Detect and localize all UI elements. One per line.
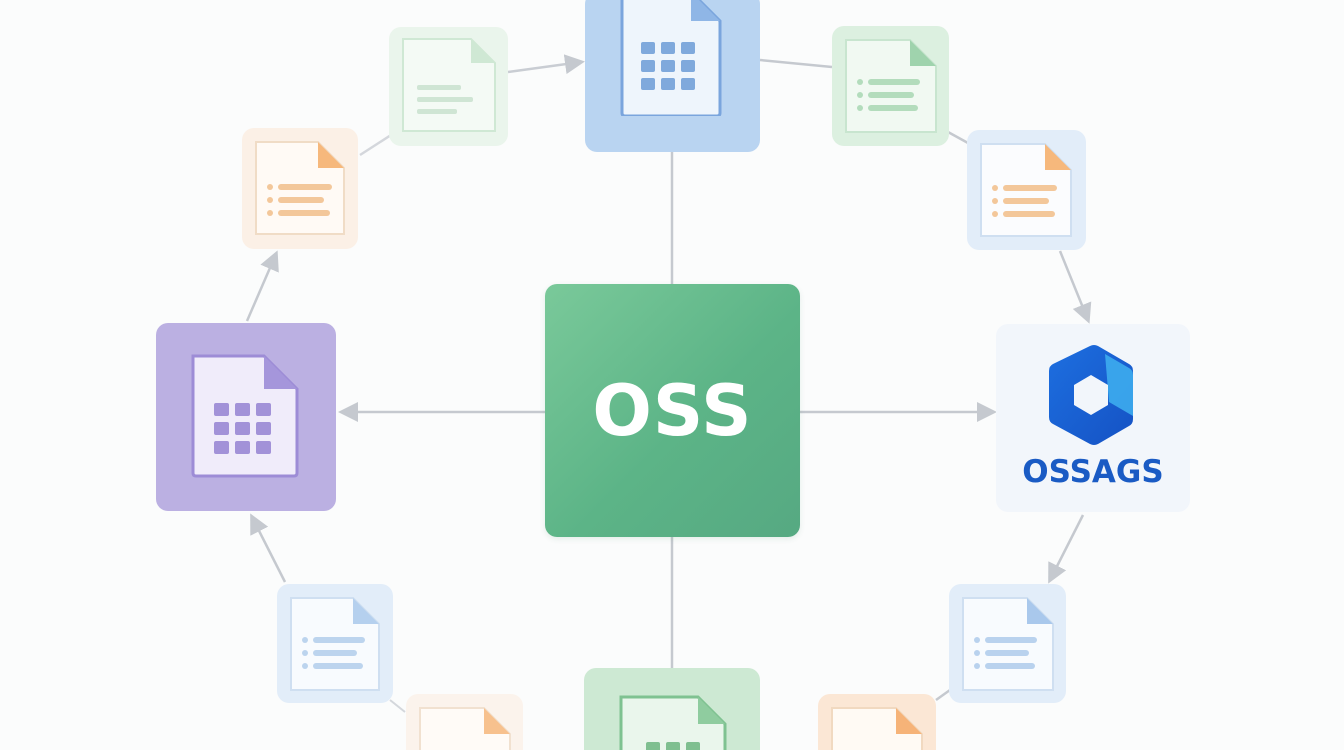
arrow-purple-to-orange [245,250,279,322]
node-doc-left-upper [242,128,358,249]
brand-label: OSSAGS [1022,454,1164,490]
document-icon [845,39,937,133]
node-doc-bottom-left [406,694,523,750]
arrow-bluedoc-to-purple [250,513,287,583]
document-icon [419,707,511,750]
connector-bluedoc-to-orangedoc [935,688,951,702]
document-icon [980,143,1072,237]
node-doc-top-right [832,26,949,146]
node-bottom-spreadsheet [584,668,760,750]
connector-greendoc-to-bluedoc [947,130,969,145]
brand-node: OSSAGS [996,324,1190,512]
connector-top-to-greendoc [759,58,833,69]
spreadsheet-icon [191,354,299,478]
document-icon [255,141,345,235]
node-left-spreadsheet [156,323,336,511]
spreadsheet-icon [619,695,727,750]
center-node: OSS [545,284,800,537]
spreadsheet-icon [620,0,722,116]
node-top-spreadsheet [585,0,760,152]
node-doc-bottom-right [818,694,936,750]
arrow-bluedoc-to-brand [1058,250,1092,324]
node-doc-top-left [389,27,508,146]
document-icon [290,597,380,691]
arrow-doc-to-top [507,54,585,75]
arrow-brand-to-bluedoc [1048,514,1085,584]
connector-bluedoc-to-faintdoc [389,699,406,713]
node-doc-right-upper [967,130,1086,250]
connector-orange-to-green [359,133,392,157]
document-icon [831,707,923,750]
document-icon [402,38,496,132]
hexagon-logo-icon [1049,345,1133,445]
document-icon [962,597,1054,691]
node-doc-right-lower [949,584,1066,703]
center-label: OSS [592,369,753,452]
node-doc-left-lower [277,584,393,703]
